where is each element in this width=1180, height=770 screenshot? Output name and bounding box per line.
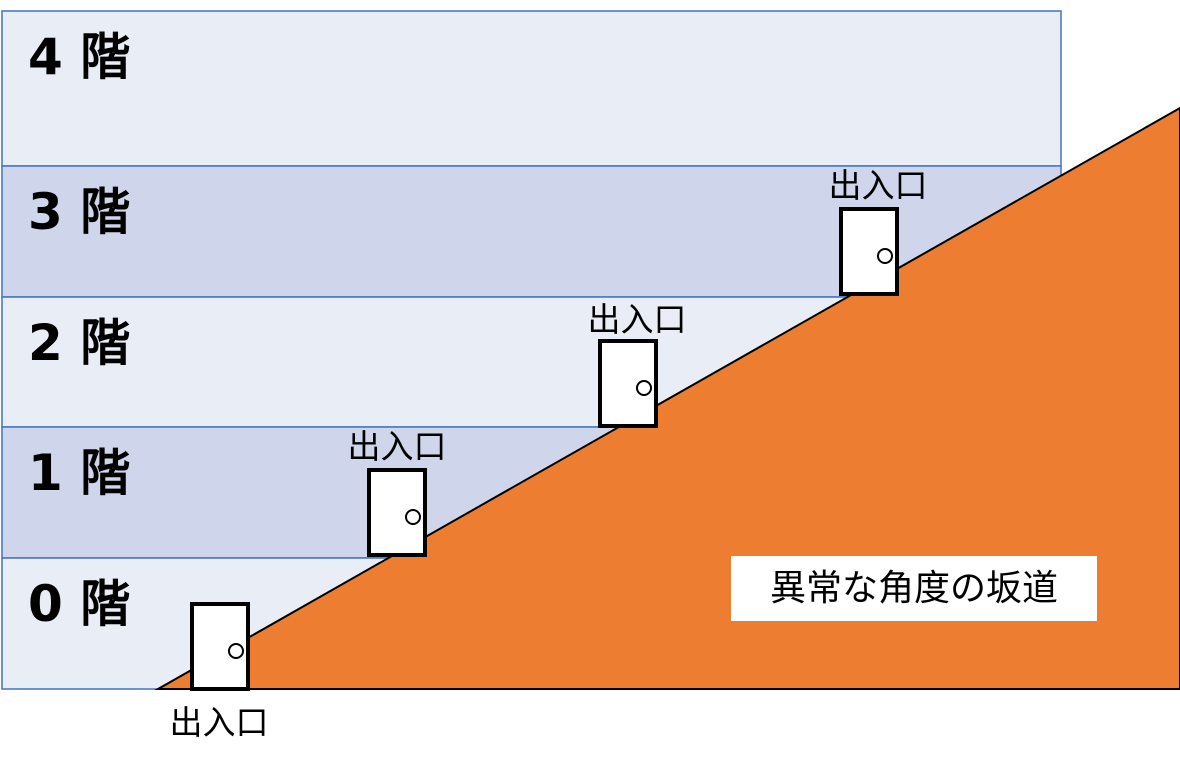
door-floor-3 (839, 207, 899, 296)
floor-3-label: 3 階 (28, 183, 130, 241)
floor-4-label: 4 階 (28, 28, 130, 86)
slope-label-box (731, 556, 1097, 621)
floor-4-band (1, 10, 1062, 167)
door-floor-1 (367, 468, 427, 557)
slope-label: 異常な角度の坂道 (770, 568, 1058, 609)
floor-1-label: 1 階 (28, 444, 130, 502)
door-floor-2 (598, 339, 658, 428)
door-ground-knob (228, 643, 244, 659)
door-floor-1-label: 出入口 (348, 427, 447, 466)
door-floor-2-label: 出入口 (588, 300, 687, 339)
door-ground-label: 出入口 (170, 703, 269, 742)
floor-2-label: 2 階 (28, 314, 130, 372)
door-ground-panel (190, 602, 250, 691)
door-floor-2-knob (636, 380, 652, 396)
door-floor-1-knob (405, 509, 421, 525)
door-floor-3-knob (877, 248, 893, 264)
door-ground (190, 602, 250, 691)
door-floor-3-label: 出入口 (829, 166, 928, 205)
floor-0-label: 0 階 (28, 575, 130, 633)
